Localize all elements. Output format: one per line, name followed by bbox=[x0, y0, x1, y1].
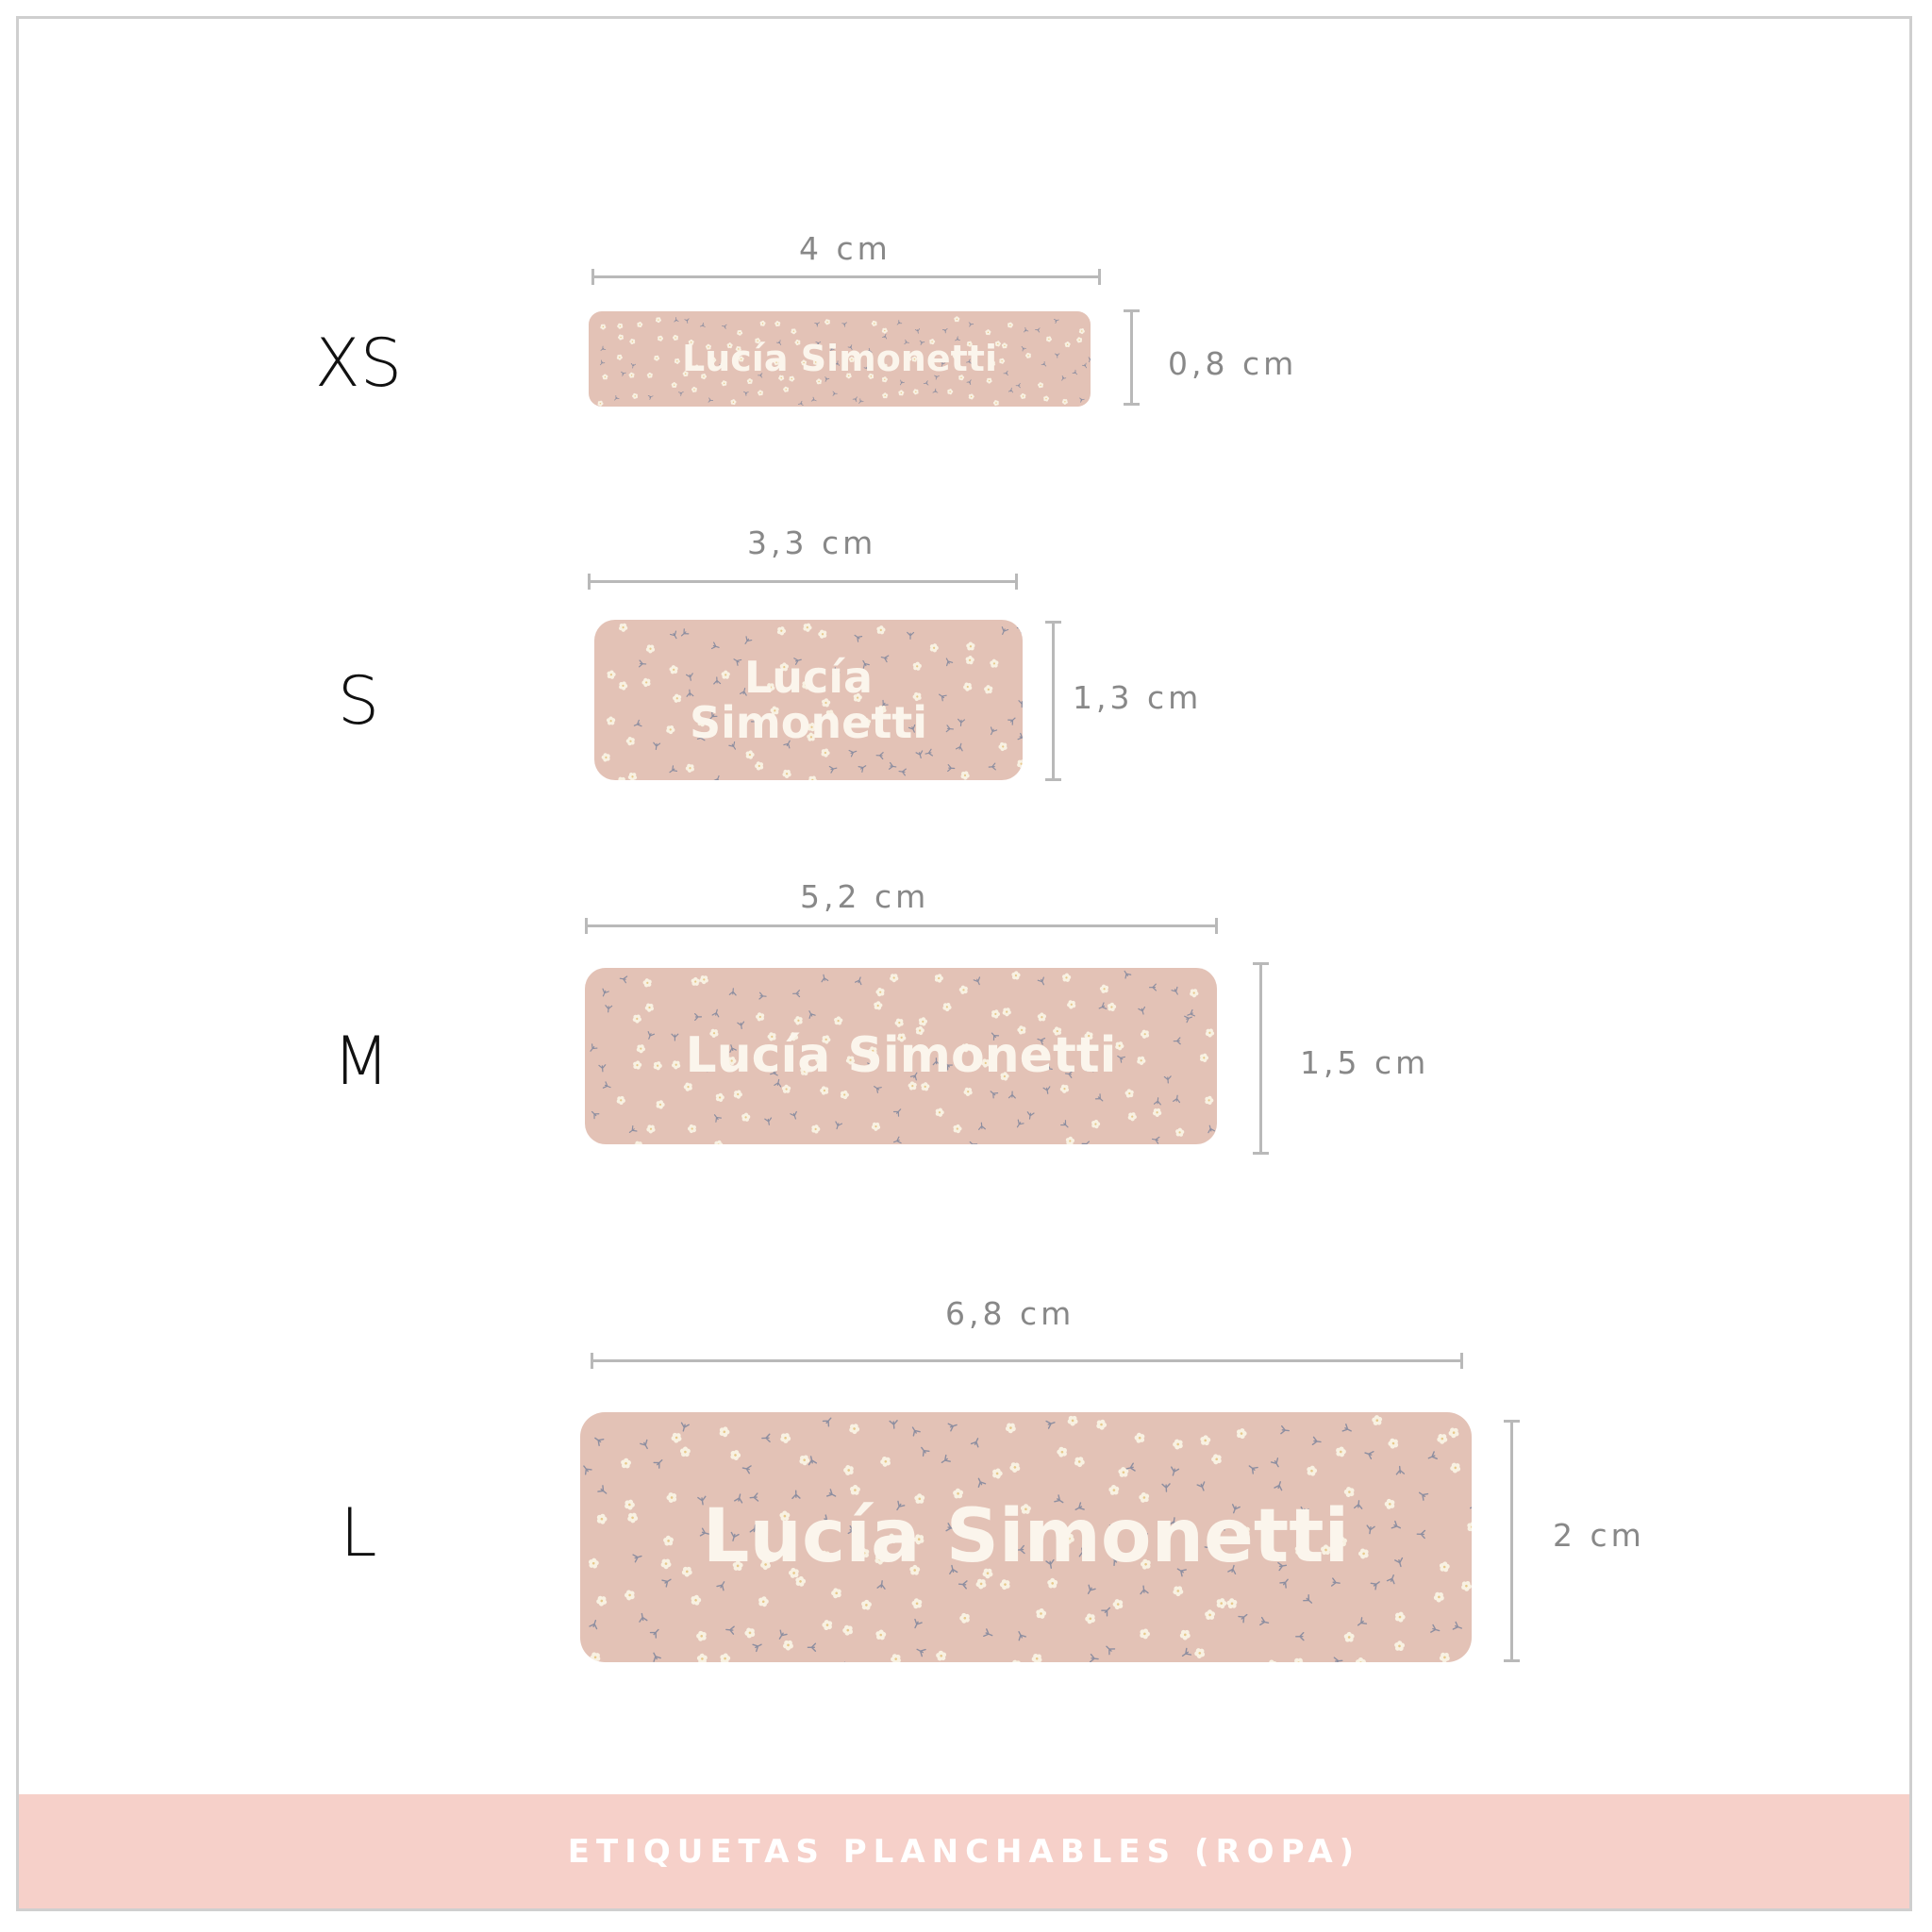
label-name-l-line1: Lucía Simonetti bbox=[702, 1493, 1350, 1579]
height-label-xs: 0,8 cm bbox=[1168, 345, 1298, 382]
flower-pattern bbox=[597, 316, 1091, 407]
label-name-s: Lucía Simonetti bbox=[690, 655, 927, 746]
name-label-s: Lucía Simonetti bbox=[594, 620, 1023, 780]
width-line-m bbox=[585, 918, 1218, 934]
size-letter-s: S bbox=[337, 662, 380, 740]
name-label-xs: Lucía Simonetti bbox=[589, 311, 1091, 407]
height-label-l: 2 cm bbox=[1553, 1517, 1645, 1554]
label-name-m-line1: Lucía Simonetti bbox=[685, 1027, 1117, 1085]
height-label-m: 1,5 cm bbox=[1300, 1044, 1430, 1081]
height-line-s bbox=[1045, 621, 1061, 781]
flower-pattern bbox=[590, 970, 1215, 1144]
label-name-xs: Lucía Simonetti bbox=[682, 337, 997, 379]
size-letter-xs: XS bbox=[314, 325, 403, 402]
height-label-s: 1,3 cm bbox=[1073, 679, 1203, 716]
height-line-m bbox=[1253, 962, 1269, 1155]
width-label-xs: 4 cm bbox=[799, 230, 891, 267]
width-line-xs bbox=[591, 269, 1101, 285]
label-name-s-line2: Simonetti bbox=[689, 697, 928, 748]
flower-pattern bbox=[583, 1415, 1472, 1662]
footer-banner: ETIQUETAS PLANCHABLES (ROPA) bbox=[19, 1794, 1909, 1908]
label-name-xs-line1: Lucía Simonetti bbox=[682, 337, 997, 379]
height-line-xs bbox=[1124, 309, 1140, 406]
width-label-s: 3,3 cm bbox=[747, 525, 877, 561]
flower-pattern bbox=[601, 623, 1023, 780]
name-label-l: Lucía Simonetti bbox=[580, 1412, 1472, 1662]
width-label-m: 5,2 cm bbox=[800, 878, 930, 915]
label-name-m: Lucía Simonetti bbox=[685, 1030, 1116, 1082]
width-line-l bbox=[591, 1353, 1463, 1369]
label-name-s-line1: Lucía bbox=[743, 651, 874, 703]
footer-title: ETIQUETAS PLANCHABLES (ROPA) bbox=[567, 1832, 1361, 1871]
size-letter-l: L bbox=[340, 1494, 377, 1572]
size-letter-m: M bbox=[332, 1023, 391, 1100]
label-name-l: Lucía Simonetti bbox=[703, 1498, 1350, 1576]
width-line-s bbox=[588, 574, 1018, 590]
name-label-m: Lucía Simonetti bbox=[585, 968, 1217, 1144]
height-line-l bbox=[1504, 1420, 1520, 1662]
width-label-l: 6,8 cm bbox=[945, 1295, 1075, 1332]
